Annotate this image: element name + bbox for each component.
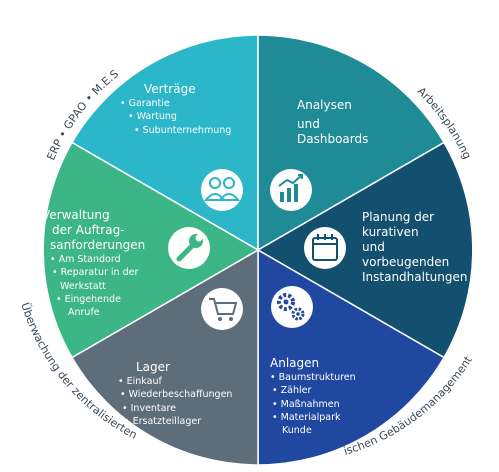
verwaltung-item: Anrufe — [68, 307, 100, 319]
anlagen-item: • Zähler — [272, 385, 312, 397]
vertraege-item: • Wartung — [128, 111, 177, 123]
anlagen-item: • Baumstrukturen — [270, 372, 356, 383]
vertraege-item: • Subunternehmung — [134, 124, 232, 136]
people-icon — [201, 169, 243, 211]
planung-label: Planung der kurativen und vorbeugenden I… — [362, 210, 482, 285]
planung-title: Planung der — [362, 210, 435, 224]
planung-line: vorbeugenden — [362, 255, 450, 269]
cart-icon — [201, 288, 243, 330]
analysen-title: Analysen — [297, 98, 352, 112]
anlagen-item: Kunde — [282, 425, 312, 437]
verwaltung-item: • Eingehende — [56, 293, 121, 305]
anlagen-label: Anlagen • Baumstrukturen • Zähler • Maßn… — [270, 356, 380, 437]
wrench-icon — [168, 227, 210, 269]
segment-verwaltung — [42, 141, 260, 359]
lager-label: Lager • Einkauf • Wiederbeschaffungen • … — [114, 360, 234, 428]
lager-item: • Wiederbeschaffungen — [120, 389, 233, 401]
analysen-label: Analysen und Dashboards — [297, 98, 397, 147]
lager-item: • Einkauf — [118, 376, 162, 387]
anlagen-title: Anlagen — [270, 356, 320, 370]
verwaltung-item: Werkstatt — [60, 280, 107, 292]
analysen-line: Dashboards — [297, 132, 369, 146]
segment-planung — [256, 141, 474, 359]
verwaltung-title: Verwaltung — [42, 208, 110, 222]
verwaltung-item: • Reparatur in der — [52, 267, 139, 279]
verwaltung-item: • Am Standord — [50, 254, 121, 265]
vertraege-label: Verträge • Garantie • Wartung • Subunter… — [118, 82, 248, 137]
gears-icon — [271, 286, 313, 328]
lager-item: • Ersatzteillager — [124, 415, 202, 427]
analysen-line: und — [297, 117, 320, 131]
verwaltung-label: Verwaltung der Auftrag- sanforderungen •… — [42, 208, 162, 319]
anlagen-item: • Maßnahmen — [272, 398, 340, 410]
planung-line: kurativen — [362, 225, 419, 239]
verwaltung-line: der Auftrag- — [52, 223, 125, 237]
vertraege-item: • Garantie — [120, 98, 170, 109]
lager-title: Lager — [136, 360, 170, 374]
anlagen-item: • Materialpark — [272, 411, 341, 423]
lager-item: • Inventare — [122, 402, 177, 414]
bar-chart-icon — [270, 169, 312, 211]
planung-line: Instandhaltungen — [362, 270, 468, 284]
verwaltung-line: sanforderungen — [50, 238, 146, 252]
calendar-icon — [304, 227, 346, 269]
vertraege-title: Verträge — [144, 82, 196, 96]
planung-line: und — [362, 240, 385, 254]
